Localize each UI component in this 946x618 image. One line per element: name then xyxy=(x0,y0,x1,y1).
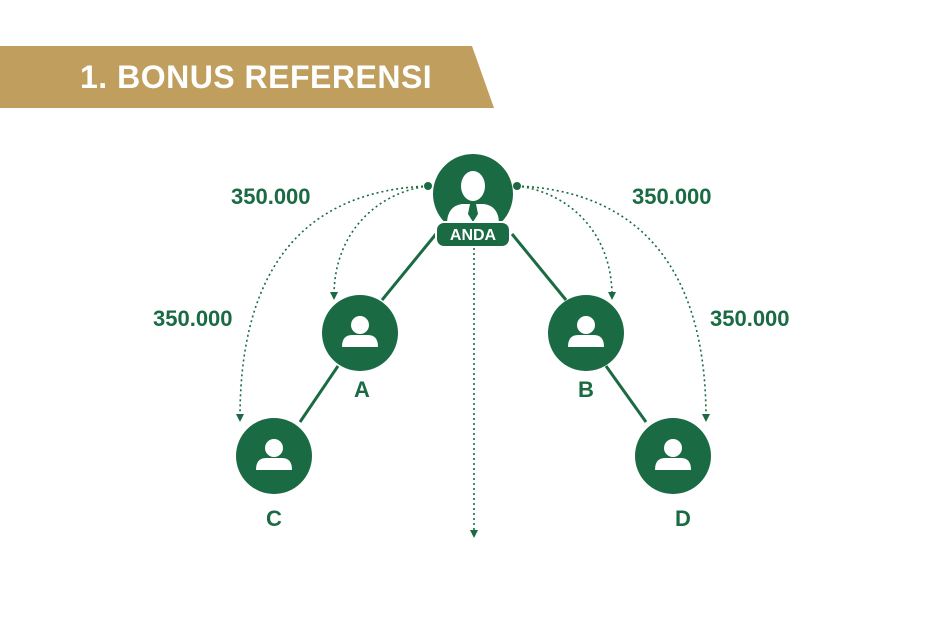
node-d xyxy=(635,418,711,494)
bonus-arrow-to-b xyxy=(516,185,616,300)
node-b xyxy=(548,295,624,371)
node-b-label: B xyxy=(578,377,594,402)
node-d-label: D xyxy=(675,506,691,531)
bonus-amount-right-inner: 350.000 xyxy=(632,184,712,209)
node-c-label: C xyxy=(266,506,282,531)
bonus-amount-left-outer: 350.000 xyxy=(231,184,311,209)
page-title: 1. BONUS REFERENSI xyxy=(80,59,433,95)
user-tie-icon xyxy=(447,171,499,222)
anda-badge xyxy=(435,221,511,248)
anda-label: ANDA xyxy=(450,227,497,244)
title-banner: 1. BONUS REFERENSI xyxy=(0,46,494,108)
node-anda: ANDA xyxy=(433,154,513,248)
bonus-arrow-to-a xyxy=(330,185,429,300)
bonus-amount-left-inner: 350.000 xyxy=(153,306,233,331)
node-a xyxy=(322,295,398,371)
node-c xyxy=(236,418,312,494)
bonus-amount-right-outer: 350.000 xyxy=(710,306,790,331)
connector-a-c xyxy=(298,365,340,423)
connector-b-d xyxy=(604,365,648,423)
node-a-label: A xyxy=(354,377,370,402)
connector-root-a xyxy=(380,233,438,301)
bonus-arrow-to-c xyxy=(236,185,429,422)
connector-root-b xyxy=(510,233,568,301)
bonus-arrow-to-d xyxy=(516,185,710,422)
